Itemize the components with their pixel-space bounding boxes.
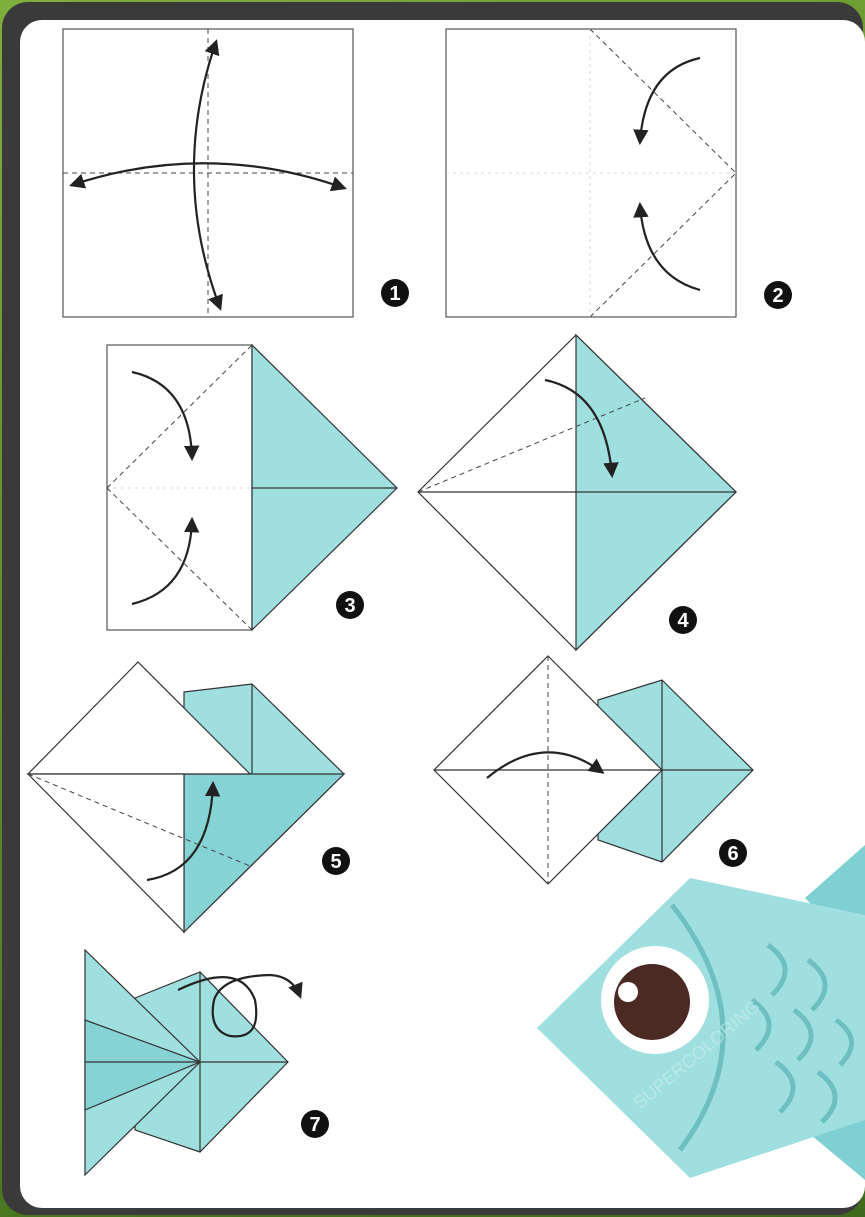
step-5-number-badge: 5 [322,847,350,875]
fish-eye-highlight [618,982,638,1002]
step-4-diagram [418,335,736,650]
step-5-number: 5 [330,851,341,873]
step-1-diagram [63,29,353,317]
step-6-number: 6 [727,843,738,865]
step-6-diagram [434,656,753,884]
step-7-number-badge: 7 [301,1110,329,1138]
step-7-diagram [85,950,300,1175]
step-1-number-badge: 1 [381,279,409,307]
fish-eye-iris [614,964,690,1040]
step-1-number: 1 [389,283,400,305]
step-3-diagram [107,345,397,630]
step-3-number-badge: 3 [336,591,364,619]
step-3-number: 3 [344,595,355,617]
step-5-diagram [28,662,344,932]
step-2-diagram [446,29,736,317]
finished-fish-illustration [537,845,865,1180]
step-4-number: 4 [677,610,689,632]
step-7-number: 7 [309,1114,320,1136]
step-4-number-badge: 4 [669,606,697,634]
step-2-number-badge: 2 [764,281,792,309]
step-2-number: 2 [772,285,783,307]
step-6-number-badge: 6 [719,839,747,867]
